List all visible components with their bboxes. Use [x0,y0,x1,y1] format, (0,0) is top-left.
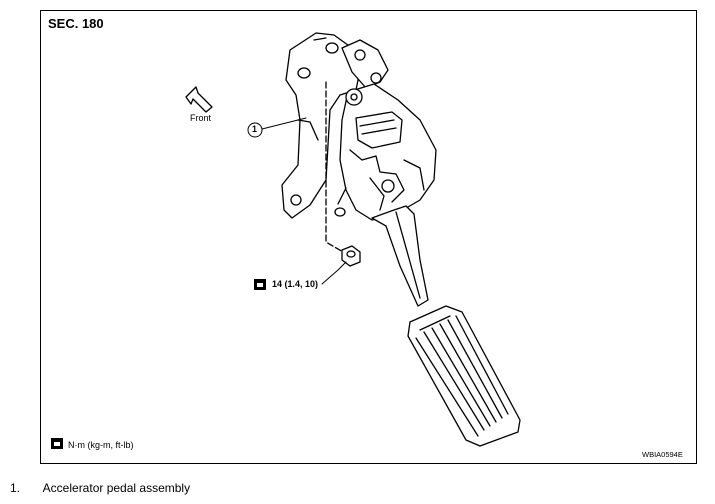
caption-number: 1. [10,481,21,495]
callout-circle [247,122,263,138]
caption-text: Accelerator pedal assembly [42,481,191,495]
torque-icon [254,279,266,290]
legend-torque-icon [51,438,63,449]
pedal-pad [407,305,521,447]
torque-value: 14 (1.4, 10) [272,279,319,289]
bracket-lugs [341,39,389,89]
caption: 1. Accelerator pedal assembly [10,481,190,495]
section-label: SEC. 180 [48,16,104,31]
pedal-housing [334,83,437,221]
front-arrow-icon [185,86,213,113]
diagram-frame [40,10,697,464]
pedal-arm [371,205,429,307]
callout-1-label: 1 [252,124,258,134]
legend-unit: N·m (kg-m, ft-lb) [68,440,134,450]
figure-code: WBIA0594E [642,450,683,459]
front-label: Front [190,113,212,123]
nut-icon [341,245,361,267]
